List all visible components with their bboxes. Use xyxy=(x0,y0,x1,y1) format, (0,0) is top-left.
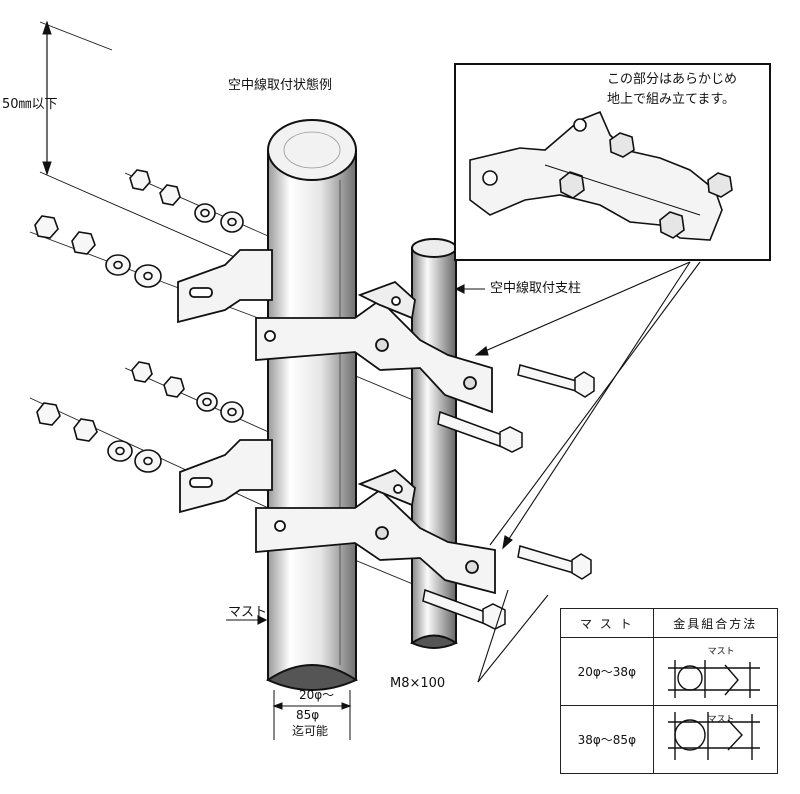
range-label-3: 迄可能 xyxy=(292,724,329,738)
antenna-pole xyxy=(409,238,459,649)
row-mast-tag: マスト xyxy=(707,715,735,725)
combination-table: マ ス ト 金具組合方法 20φ～38φ マスト 38φ～85φ マスト xyxy=(560,608,779,774)
lower-front-bracket xyxy=(255,468,496,595)
mast-width-dimension xyxy=(272,690,352,740)
lower-hardware-row-1 xyxy=(131,361,244,423)
antenna-pole-label: 空中線取付支柱 xyxy=(490,281,582,296)
row-size: 38φ～85φ xyxy=(560,705,654,774)
bolt-size-label: M8×100 xyxy=(390,676,446,691)
upper-hardware-row-2 xyxy=(34,215,162,288)
bolt-lower-left xyxy=(422,588,506,630)
inset-note-line-1: この部分はあらかじめ xyxy=(607,72,738,87)
inset-panel xyxy=(454,63,771,261)
upper-hardware-row-1 xyxy=(129,169,244,233)
upper-back-bracket xyxy=(177,249,273,324)
bolt-upper-left xyxy=(437,410,523,453)
main-mast xyxy=(265,119,359,691)
table-header-row: マ ス ト 金具組合方法 xyxy=(560,608,779,638)
table-row: 20φ～38φ マスト xyxy=(560,637,779,706)
bolt-lower-right xyxy=(517,545,592,580)
bolts xyxy=(422,364,595,630)
leader-lines xyxy=(226,261,701,683)
lower-hardware-row-2 xyxy=(36,402,162,473)
example-title: 空中線取付状態例 xyxy=(228,78,333,93)
row-figure: マスト xyxy=(652,705,779,774)
table-row: 38φ～85φ マスト xyxy=(560,705,779,774)
row-figure: マスト xyxy=(652,637,779,706)
mast-label: マスト xyxy=(228,605,268,620)
bolt-upper-right xyxy=(517,364,595,398)
upper-front-bracket xyxy=(255,280,493,414)
header-method: 金具組合方法 xyxy=(652,608,779,638)
row-mast-tag: マスト xyxy=(707,647,735,657)
range-label-2: 85φ xyxy=(296,708,320,722)
height-limit-label: 50㎜以下 xyxy=(2,97,58,112)
lower-back-bracket xyxy=(179,439,273,514)
inset-note-line-2: 地上で組み立てます。 xyxy=(607,92,736,107)
range-label-1: 20φ～ xyxy=(299,688,335,702)
header-mast: マ ス ト xyxy=(560,608,654,638)
row-size: 20φ～38φ xyxy=(560,637,654,706)
